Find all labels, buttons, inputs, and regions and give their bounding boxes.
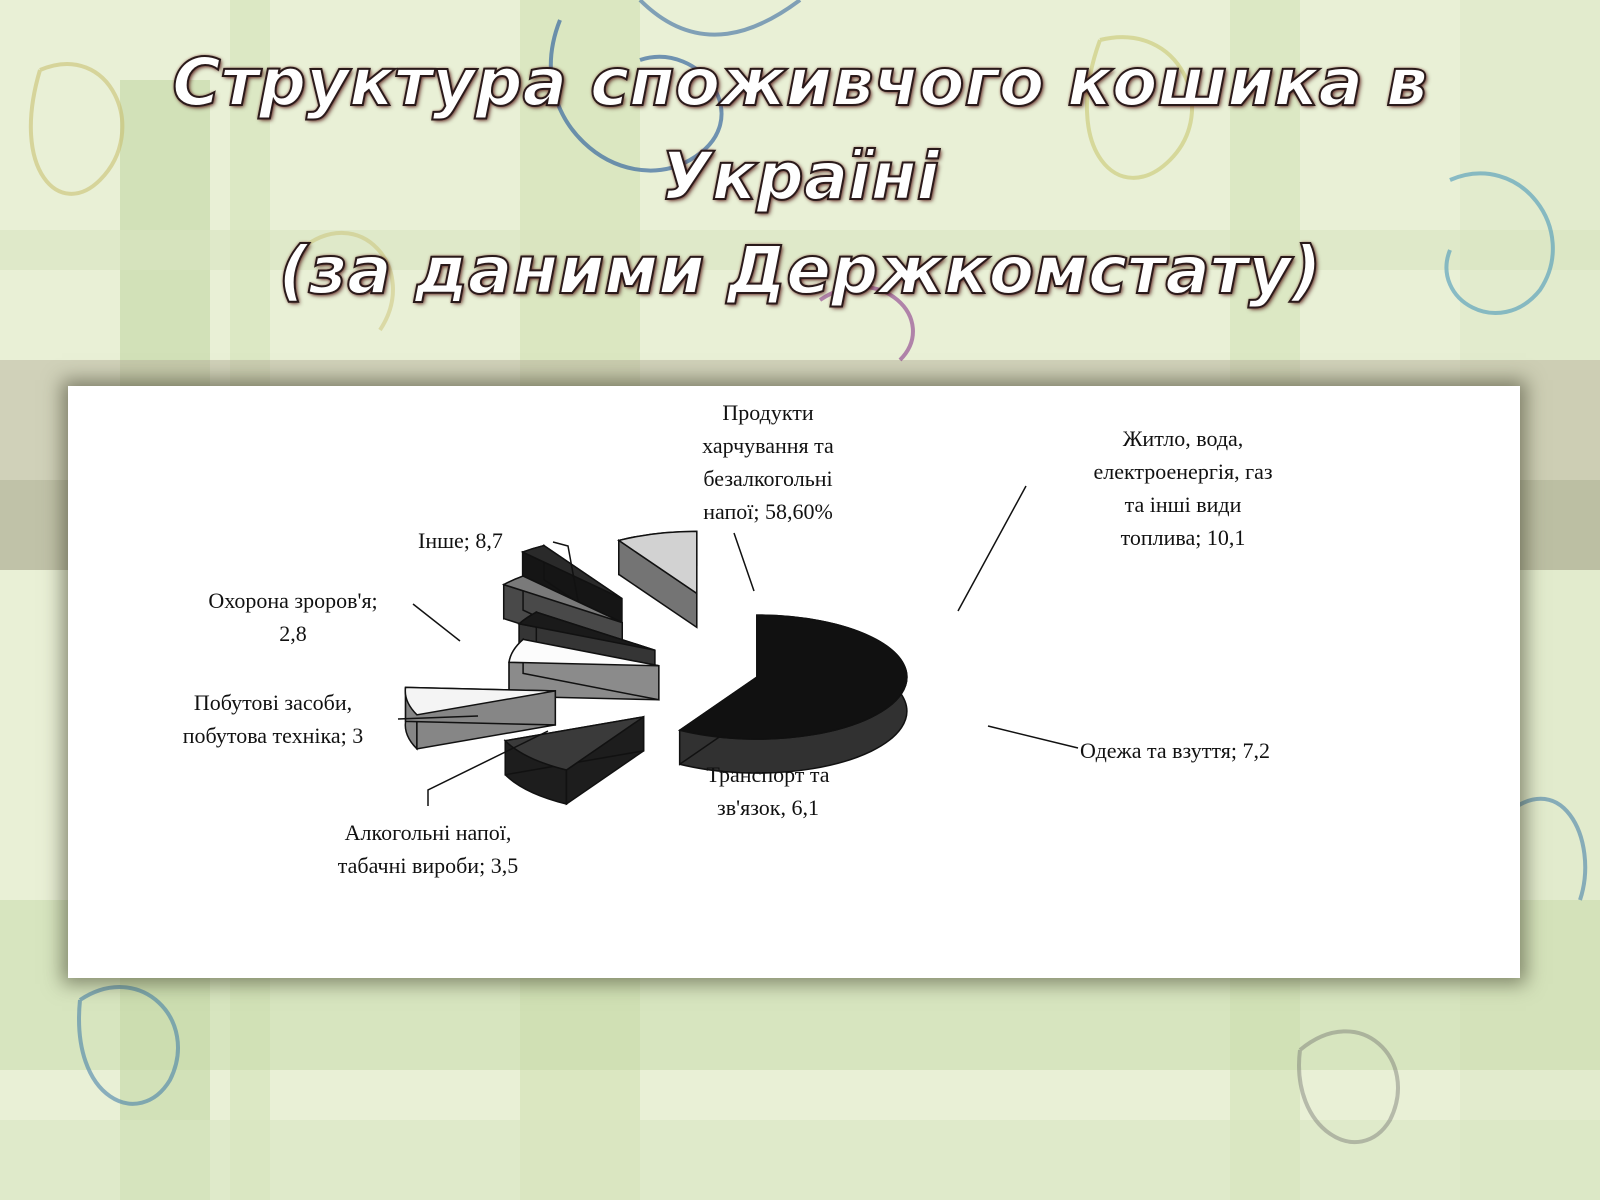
pie-slice-top (501, 575, 623, 624)
data-label-line: харчування та (702, 433, 834, 458)
pie-slice-top (503, 716, 645, 771)
leader-line (957, 485, 1027, 612)
data-label-line: Житло, вода, (1122, 426, 1244, 451)
data-label: Інше; 8,7 (418, 524, 558, 557)
data-label-line: зв'язок, 6,1 (717, 795, 819, 820)
data-label: Транспорт та зв'язок, 6,1 (668, 758, 868, 824)
data-label: Алкогольні напої, табачні вироби; 3,5 (288, 816, 568, 882)
pie-slice-top (517, 611, 656, 651)
title-line: Україні (660, 137, 940, 216)
data-label: Побутові засоби, побутова техніка; 3 (138, 686, 408, 752)
data-label: Охорона зроров'я; 2,8 (158, 584, 428, 650)
pie-slice (508, 637, 660, 701)
leader-line (397, 715, 479, 720)
data-label: Одежа та взуття; 7,2 (1080, 734, 1380, 767)
pie-slice (617, 530, 698, 629)
data-label-line: табачні вироби; 3,5 (337, 853, 519, 878)
data-label-line: електроенергія, газ (1093, 459, 1273, 484)
pie-chart (397, 485, 1079, 806)
data-label-line: безалкогольні (703, 466, 833, 491)
data-label-line: Інше; 8,7 (418, 528, 503, 553)
data-label-line: 2,8 (279, 621, 307, 646)
data-label: Продукти харчування та безалкогольні напої;… (678, 396, 858, 528)
data-label: Житло, вода, електроенергія, газ та інші в… (1038, 422, 1328, 554)
pie-slice-top (404, 686, 556, 716)
title-line: (за даними Держкомстату) (278, 231, 1323, 310)
data-label-line: побутова техніка; 3 (182, 723, 364, 748)
pie-slice (503, 715, 645, 806)
pie-slice-top (508, 638, 659, 667)
data-label-line: Транспорт та (706, 762, 830, 787)
data-label-line: та інші види (1124, 492, 1242, 517)
leader-line (987, 725, 1079, 749)
title-line: Структура споживчого кошика в (171, 43, 1429, 122)
pie-slice-top (677, 614, 908, 740)
leader-line (427, 730, 549, 806)
pie-slice-top (617, 530, 698, 595)
data-label-line: Продукти (722, 400, 814, 425)
data-label-line: Побутові засоби, (193, 690, 353, 715)
leader-line (733, 532, 755, 592)
chart-panel: Продукти харчування та безалкогольні напої;… (68, 386, 1520, 978)
data-label-line: Алкогольні напої, (344, 820, 512, 845)
pie-slice (404, 686, 557, 751)
data-label-line: Одежа та взуття; 7,2 (1080, 738, 1270, 763)
data-label-line: Охорона зроров'я; (208, 588, 378, 613)
data-label-line: топлива; 10,1 (1120, 525, 1246, 550)
pie-slice (677, 614, 908, 774)
leader-line (412, 603, 461, 642)
leader-line (552, 541, 579, 602)
data-label-line: напої; 58,60% (703, 499, 833, 524)
slide-title: Структура споживчого кошика в Україні (з… (100, 36, 1500, 318)
